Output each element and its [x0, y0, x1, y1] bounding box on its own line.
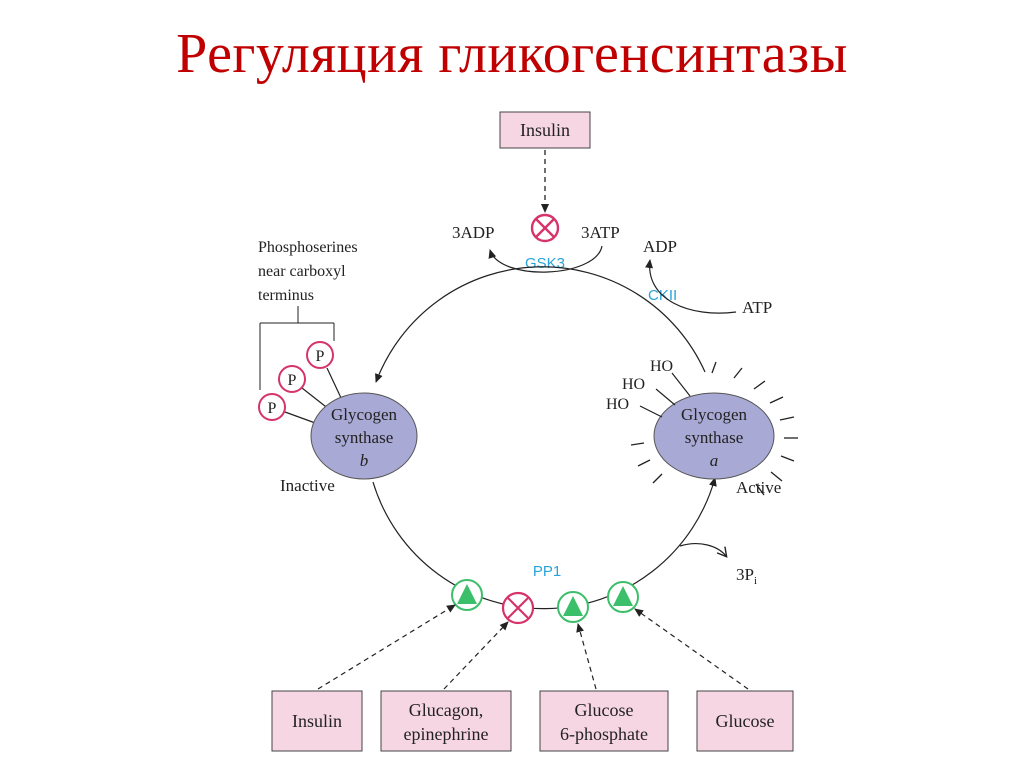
- insulin-activate-icon: [451, 579, 483, 611]
- phosphoserines-line-2: near carboxyl: [258, 263, 346, 280]
- pi-label: 3Pi: [736, 565, 757, 587]
- g6p-box-line-2: 6-phosphate: [560, 724, 648, 744]
- svg-text:P: P: [288, 372, 297, 389]
- inactive-label: Inactive: [280, 476, 335, 495]
- page-title: Регуляция гликогенсинтазы: [176, 23, 848, 85]
- glucose-box: [696, 690, 794, 752]
- gs-b-line-1: Glycogen: [331, 405, 398, 424]
- pi-release-arrow: [679, 543, 728, 558]
- insulin-box-label: Insulin: [292, 711, 342, 731]
- glucagon-box: [380, 690, 512, 752]
- gsk3-inhibition-icon: [530, 213, 560, 243]
- ckii-atp-to-adp-curve: [645, 259, 737, 314]
- insulin-to-pp1-arrow: [317, 604, 456, 690]
- phosphate-marker-3: P: [258, 393, 286, 421]
- pp1-label: PP1: [533, 563, 561, 580]
- insulin-top-label: Insulin: [520, 120, 570, 140]
- g6p-activate-icon: [557, 591, 589, 623]
- glycogen-synthase-a: [653, 392, 775, 480]
- glucagon-inhibit-icon: [501, 591, 535, 625]
- phosphoserines-line-3: terminus: [258, 287, 314, 304]
- gs-b-line-2: synthase: [335, 428, 394, 447]
- adp-label: ADP: [643, 237, 677, 256]
- phosphate-marker-1: P: [306, 341, 334, 369]
- hydroxyl-label-1: HO: [650, 358, 673, 375]
- phosphorylation-arc: [375, 266, 706, 383]
- svg-text:P: P: [316, 348, 325, 365]
- hydroxyl-bond-1: [671, 372, 691, 397]
- gsk3-atp-to-adp-curve: [488, 245, 603, 273]
- gsk3-label: GSK3: [525, 255, 565, 272]
- dephosphorylation-arc: [372, 477, 717, 610]
- hydroxyl-label-3: HO: [606, 396, 629, 413]
- gs-a-line-2: synthase: [685, 428, 744, 447]
- svg-text:P: P: [268, 400, 277, 417]
- glycogen-synthase-b: [310, 392, 418, 480]
- g6p-box-line-1: Glucose: [575, 700, 634, 720]
- hydroxyl-bond-3: [639, 405, 663, 418]
- atp3-label: 3ATP: [581, 223, 620, 242]
- phospho-bond-3: [284, 411, 319, 425]
- phospho-bond-1: [326, 367, 343, 401]
- glucagon-box-line-2: epinephrine: [404, 724, 489, 744]
- glucagon-to-pp1-arrow: [443, 621, 509, 690]
- active-label: Active: [736, 478, 781, 497]
- phosphoserines-line-1: Phosphoserines: [258, 239, 358, 256]
- phosphoserines-bracket: [259, 306, 335, 390]
- hydroxyl-label-2: HO: [622, 376, 645, 393]
- gs-a-letter: a: [710, 451, 719, 470]
- insulin-top-box: [499, 111, 591, 149]
- hydroxyl-bond-2: [655, 388, 676, 406]
- adp3-label: 3ADP: [452, 223, 495, 242]
- atp-label: ATP: [742, 298, 772, 317]
- gs-b-letter: b: [360, 451, 369, 470]
- phosphate-marker-2: P: [278, 365, 306, 393]
- glucose-box-label: Glucose: [716, 711, 775, 731]
- g6p-box: [539, 690, 669, 752]
- g6p-to-pp1-arrow: [576, 623, 597, 690]
- glucose-to-pp1-arrow: [634, 608, 749, 690]
- active-rays-icon: [630, 361, 798, 496]
- gs-a-line-1: Glycogen: [681, 405, 748, 424]
- glucagon-box-line-1: Glucagon,: [409, 700, 483, 720]
- glucose-activate-icon: [607, 581, 639, 613]
- insulin-box: [271, 690, 363, 752]
